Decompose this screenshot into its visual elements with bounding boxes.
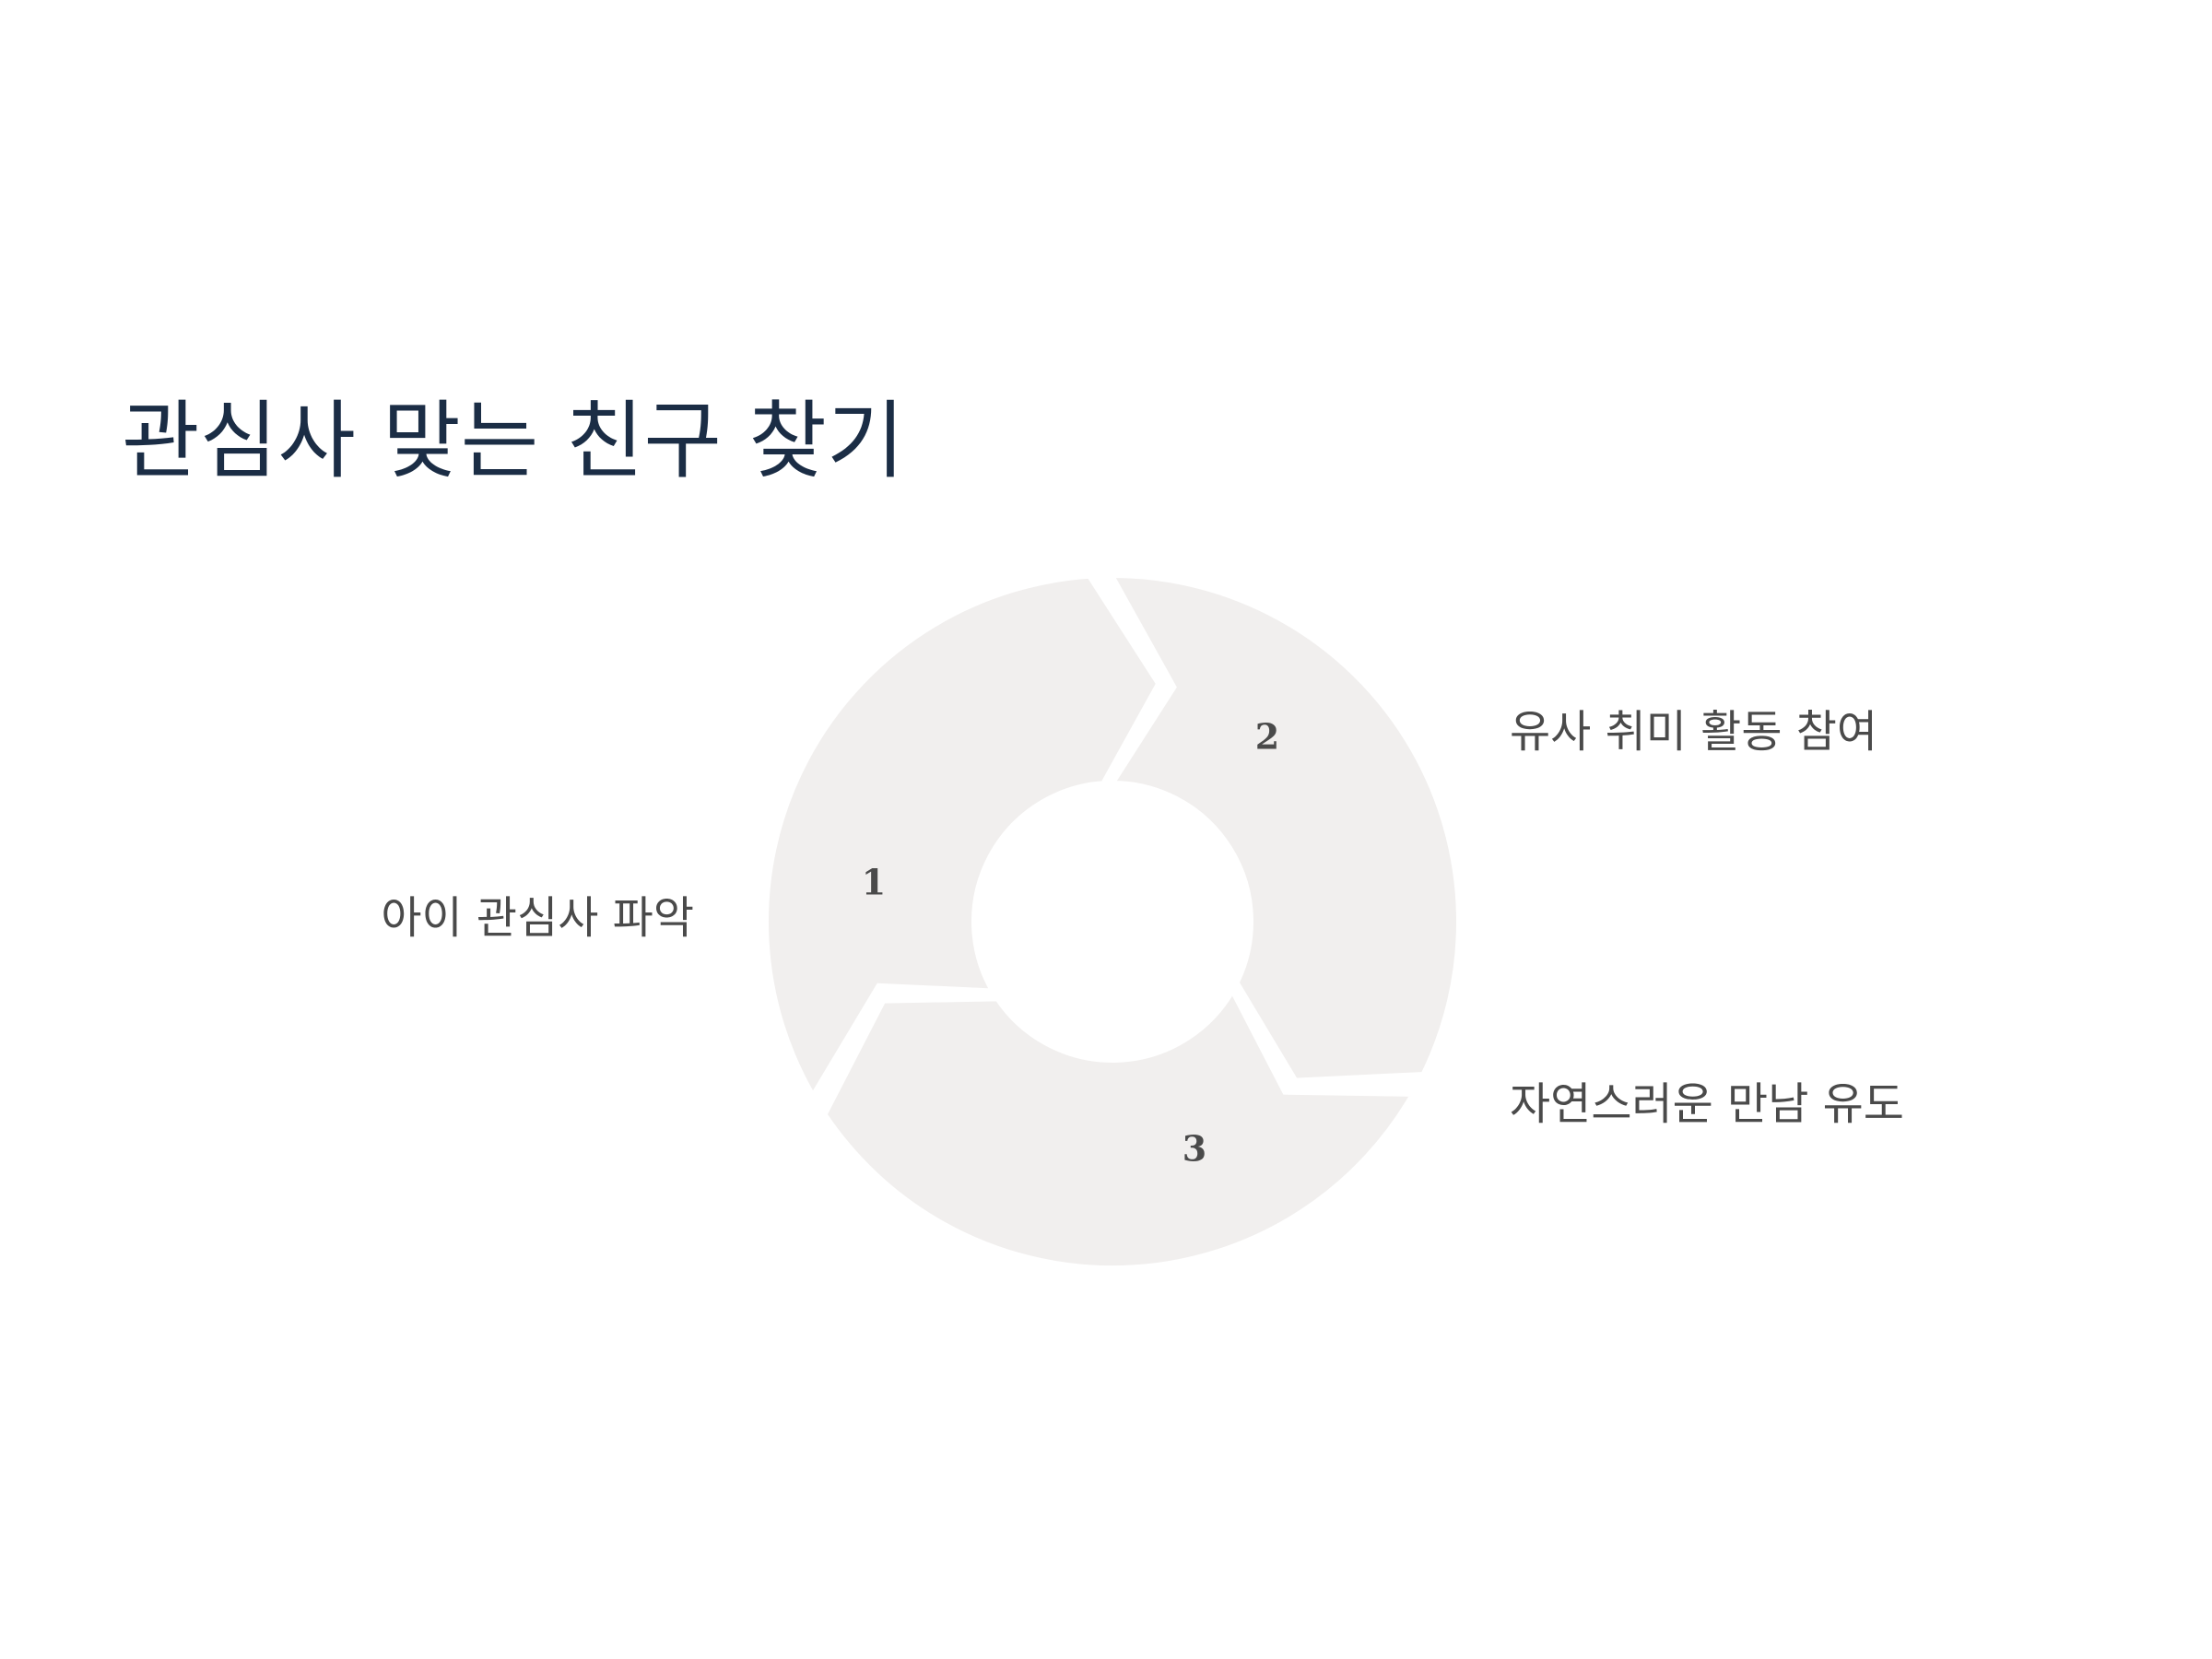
page-title: 관심사 맞는 친구 찾기 (122, 392, 905, 490)
step-2-segment (1106, 571, 1463, 1084)
step-1-label: 아이 관심사 파악 (381, 892, 694, 944)
step-2-label: 유사 취미 활동 참여 (1510, 706, 1878, 758)
step-3-segment (821, 984, 1418, 1272)
cycle-segments (763, 571, 1463, 1272)
cycle-step-numbers: 1 2 3 (862, 716, 1279, 1170)
step-2-number: 2 (1255, 716, 1279, 758)
step-1-number: 1 (862, 862, 886, 903)
step-1-segment (763, 572, 1162, 1102)
step-3-label: 자연스러운 만남 유도 (1510, 1078, 1904, 1130)
step-3-number: 3 (1182, 1128, 1206, 1170)
